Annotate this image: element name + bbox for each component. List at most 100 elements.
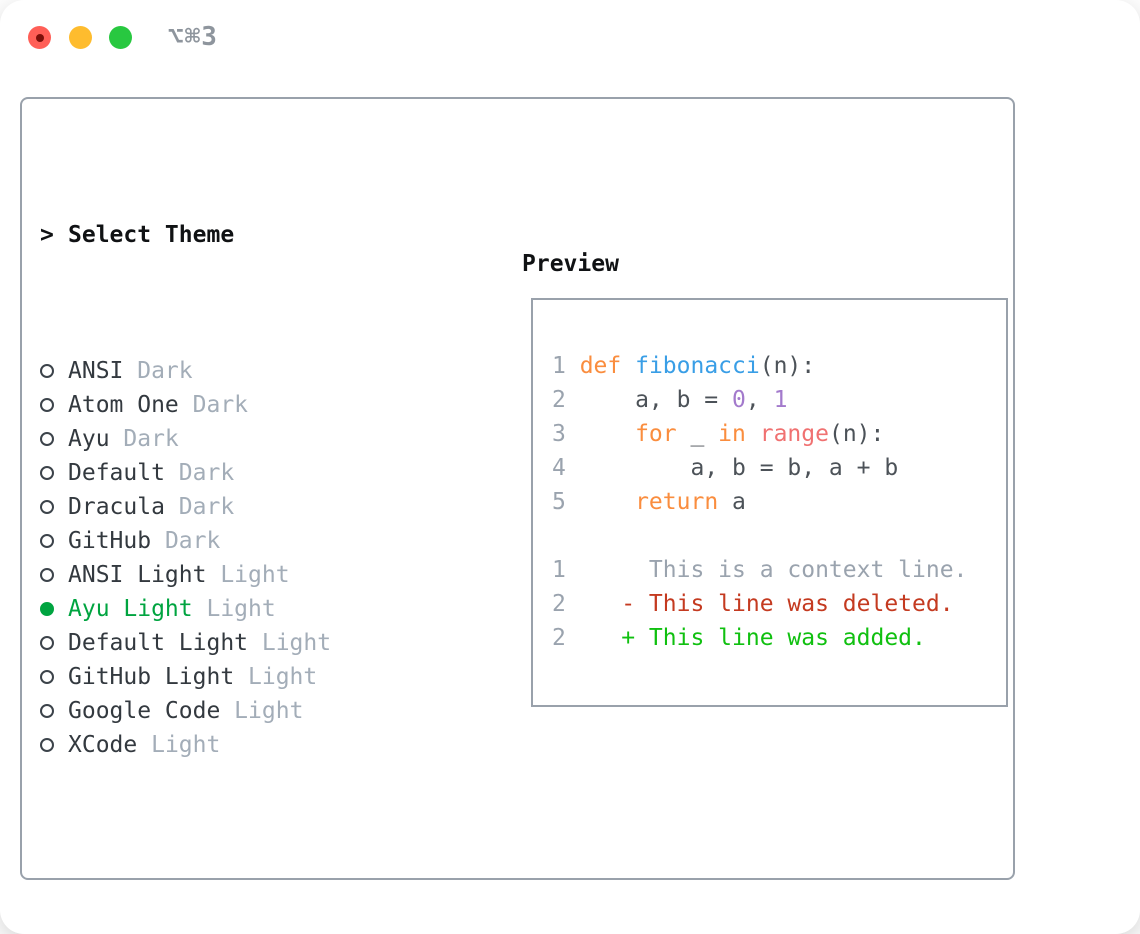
radio-unselected-icon[interactable] xyxy=(40,364,68,378)
code-line: 4 a, b = b, a + b xyxy=(552,451,1006,485)
minimize-button[interactable] xyxy=(69,26,92,49)
theme-variant-label: Dark xyxy=(109,426,179,452)
radio-unselected-icon[interactable] xyxy=(40,534,68,548)
code-token-deleted: - This line was deleted. xyxy=(579,591,954,617)
theme-option-9[interactable]: GitHub Light Light xyxy=(40,660,428,694)
select-theme-label: Select Theme xyxy=(68,222,235,248)
code-token-number: 0 xyxy=(732,387,746,413)
radio-unselected-icon[interactable] xyxy=(40,398,68,412)
line-number: 2 xyxy=(552,387,566,413)
theme-option-7[interactable]: Ayu Light Light xyxy=(40,592,428,626)
code-token-special: range xyxy=(759,421,829,447)
radio-unselected-icon[interactable] xyxy=(40,670,68,684)
theme-option-label: Dracula xyxy=(68,494,165,520)
radio-unselected-icon[interactable] xyxy=(40,432,68,446)
line-number: 2 xyxy=(552,625,566,651)
theme-option-label: XCode xyxy=(68,732,138,758)
theme-option-0[interactable]: ANSI Dark xyxy=(40,354,428,388)
line-number: 1 xyxy=(552,557,566,583)
code-line: 3 for _ in range(n): xyxy=(552,417,1006,451)
theme-option-label: GitHub xyxy=(68,528,152,554)
theme-option-label: Atom One xyxy=(68,392,179,418)
code-token-entity: fibonacci xyxy=(635,353,760,379)
theme-option-label: Ayu xyxy=(68,426,110,452)
theme-option-2[interactable]: Ayu Dark xyxy=(40,422,428,456)
code-token-fg: , xyxy=(745,387,774,413)
preview-header: Preview xyxy=(522,251,619,277)
code-token-fg: a, b = xyxy=(579,387,733,413)
theme-option-5[interactable]: GitHub Dark xyxy=(40,524,428,558)
code-token-fg: (n): xyxy=(828,421,885,447)
theme-option-label: ANSI Light xyxy=(68,562,207,588)
theme-option-3[interactable]: Default Dark xyxy=(40,456,428,490)
line-number: 1 xyxy=(552,353,566,379)
code-token-fg: a xyxy=(718,489,746,515)
theme-variant-label: Dark xyxy=(164,494,235,520)
theme-option-label: Ayu Light xyxy=(68,596,193,622)
theme-option-6[interactable]: ANSI Light Light xyxy=(40,558,428,592)
code-line: 1 def fibonacci(n): xyxy=(552,349,1006,383)
theme-option-11[interactable]: XCode Light xyxy=(40,728,428,762)
theme-variant-label: Light xyxy=(206,562,290,588)
code-line: 2 a, b = 0, 1 xyxy=(552,383,1006,417)
code-token-fg xyxy=(580,489,635,515)
theme-variant-label: Dark xyxy=(178,392,249,418)
theme-option-10[interactable]: Google Code Light xyxy=(40,694,428,728)
radio-unselected-icon[interactable] xyxy=(40,500,68,514)
title-bar: ⌥⌘3 xyxy=(0,0,1140,72)
theme-option-label: GitHub Light xyxy=(68,664,235,690)
theme-variant-label: Light xyxy=(220,698,304,724)
close-button[interactable] xyxy=(28,26,51,49)
code-token-fg xyxy=(580,421,635,447)
code-token-fg: _ xyxy=(676,421,719,447)
code-token-context: This is a context line. xyxy=(579,557,968,583)
code-line: 2 + This line was added. xyxy=(552,621,1006,655)
code-token-keyword: for xyxy=(635,421,677,447)
line-number: 5 xyxy=(552,489,566,515)
theme-option-1[interactable]: Atom One Dark xyxy=(40,388,428,422)
radio-unselected-icon[interactable] xyxy=(40,738,68,752)
code-blank-line xyxy=(552,519,1006,553)
radio-unselected-icon[interactable] xyxy=(40,568,68,582)
radio-unselected-icon[interactable] xyxy=(40,466,68,480)
window-title: ⌥⌘3 xyxy=(168,22,218,52)
select-theme-header: > Select Theme xyxy=(40,218,428,252)
theme-option-8[interactable]: Default Light Light xyxy=(40,626,428,660)
code-token-keyword: in xyxy=(718,421,746,447)
theme-variant-label: Light xyxy=(234,664,318,690)
zoom-button[interactable] xyxy=(109,26,132,49)
code-token-fg xyxy=(621,353,635,379)
code-token-number: 1 xyxy=(773,387,788,413)
cursor-chevron: > xyxy=(40,222,54,248)
line-number: 4 xyxy=(552,455,566,481)
radio-unselected-icon[interactable] xyxy=(40,636,68,650)
spacer xyxy=(40,864,428,898)
line-number: 3 xyxy=(552,421,566,447)
code-line: 1 This is a context line. xyxy=(552,553,1006,587)
code-token-keyword: def xyxy=(579,353,622,379)
theme-variant-label: Light xyxy=(192,596,276,622)
code-line: 5 return a xyxy=(552,485,1006,519)
theme-option-label: Default Light xyxy=(68,630,249,656)
theme-variant-label: Light xyxy=(137,732,221,758)
unsaved-changes-dot xyxy=(35,33,44,42)
radio-selected-icon[interactable] xyxy=(40,602,68,616)
code-token-fg xyxy=(746,421,760,447)
theme-variant-label: Dark xyxy=(123,358,193,384)
code-line: 2 - This line was deleted. xyxy=(552,587,1006,621)
radio-unselected-icon[interactable] xyxy=(40,704,68,718)
theme-variant-label: Dark xyxy=(164,460,235,486)
theme-option-label: Google Code xyxy=(68,698,221,724)
theme-variant-label: Dark xyxy=(151,528,221,554)
line-number: 2 xyxy=(552,591,566,617)
theme-option-4[interactable]: Dracula Dark xyxy=(40,490,428,524)
theme-variant-label: Light xyxy=(248,630,332,656)
theme-option-label: ANSI xyxy=(68,358,124,384)
theme-option-label: Default xyxy=(68,460,165,486)
code-token-fg: (n): xyxy=(759,353,816,379)
